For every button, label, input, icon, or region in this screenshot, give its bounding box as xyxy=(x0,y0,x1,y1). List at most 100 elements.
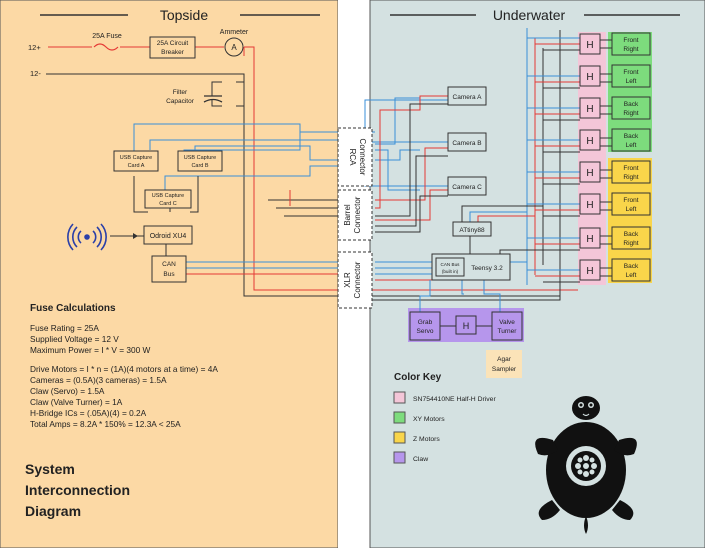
fuse-calc-line: Maximum Power = I * V = 300 W xyxy=(30,345,151,355)
motor-xy xyxy=(611,64,651,88)
can-builtin-label-1: CAN Bus xyxy=(441,262,461,267)
usb-b-label-1: USB Capture xyxy=(184,155,216,161)
breaker-label-2: Breaker xyxy=(161,49,185,56)
barrel-connector: Barrel Connector xyxy=(337,189,373,241)
breaker-label-1: 25A Circuit xyxy=(157,40,189,47)
motor-label-1: Front xyxy=(623,37,638,44)
ammeter-symbol: A xyxy=(231,43,237,52)
agar-label-2: Sampler xyxy=(492,366,517,373)
agar-sampler xyxy=(486,350,522,378)
fuse-calc-line: H-Bridge ICs = (.05A)(4) = 0.2A xyxy=(30,408,147,418)
motor-z xyxy=(611,160,651,184)
can-bus-builtin xyxy=(435,257,465,277)
attiny-label: ATtiny88 xyxy=(459,227,485,234)
motor-z xyxy=(611,226,651,250)
motor-label-1: Back xyxy=(624,263,639,270)
fuse-calc-line: Total Amps = 8.2A * 150% = 12.3A < 25A xyxy=(30,419,181,429)
fuse-calc-line: Drive Motors = I * n = (1A)(4 motors at … xyxy=(30,364,218,374)
valve-label-2: Turner xyxy=(498,328,518,335)
hbridge-driver xyxy=(579,33,601,55)
hbridge-label: H xyxy=(586,136,593,147)
filter-label-1: Filter xyxy=(173,89,188,96)
hbridge-label: H xyxy=(586,72,593,83)
barrel-label-1: Barrel xyxy=(343,204,352,226)
hbridge-label: H xyxy=(586,200,593,211)
color-key-swatch xyxy=(393,411,406,424)
circuit-breaker xyxy=(149,36,196,59)
motor-label-1: Back xyxy=(624,101,639,108)
hbridge-driver xyxy=(579,65,601,87)
xlr-connector: XLR Connector xyxy=(337,251,373,309)
can-builtin-label-2: (built in) xyxy=(442,269,459,274)
teensy-label: Teensy 3.2 xyxy=(471,265,503,272)
motor-label-1: Front xyxy=(623,197,638,204)
motor-label-2: Left xyxy=(626,78,637,85)
attiny88 xyxy=(452,221,492,237)
hbridge-label: H xyxy=(586,40,593,51)
fuse-calc-line: Fuse Rating = 25A xyxy=(30,323,99,333)
color-key-label: SN754410NE Half-H Driver xyxy=(413,396,496,403)
grab-servo xyxy=(409,311,441,341)
motor-label-2: Right xyxy=(623,46,638,53)
can-label-1: CAN xyxy=(162,261,176,268)
valve-turner xyxy=(491,311,523,341)
camera-c-label: Camera C xyxy=(452,184,482,191)
can-bus-topside xyxy=(151,255,187,283)
color-key-swatch xyxy=(393,431,406,444)
can-label-2: Bus xyxy=(163,271,175,278)
motor-xy xyxy=(611,96,651,120)
wireless-icon xyxy=(67,223,107,251)
camera-a-label: Camera A xyxy=(453,94,483,101)
motor-label-2: Left xyxy=(626,272,637,279)
motor-label-1: Back xyxy=(624,133,639,140)
usb-c-label-1: USB Capture xyxy=(152,193,184,199)
title-line-3: Diagram xyxy=(25,503,81,519)
grab-label-2: Servo xyxy=(417,328,434,335)
ammeter xyxy=(224,37,244,57)
motor-label-2: Left xyxy=(626,142,637,149)
hbridge-driver xyxy=(579,161,601,183)
motor-label-2: Right xyxy=(623,240,638,247)
motor-z xyxy=(611,258,651,282)
fuse-calc-line: Cameras = (0.5A)(3 cameras) = 1.5A xyxy=(30,375,167,385)
motor-z xyxy=(611,192,651,216)
claw-hbridge xyxy=(455,315,477,335)
usb-a-label-2: Card A xyxy=(128,163,145,169)
power-plus-label: 12+ xyxy=(28,43,41,52)
rca-label-1: RCA xyxy=(348,149,357,167)
fuse-calc-line: Claw (Valve Turner) = 1A xyxy=(30,397,123,407)
fuse-calc-line: Claw (Servo) = 1.5A xyxy=(30,386,105,396)
hbridge-label: H xyxy=(586,104,593,115)
color-key-swatch xyxy=(393,451,406,464)
camera-b xyxy=(447,132,487,152)
color-key-heading: Color Key xyxy=(394,372,442,383)
color-key-label: XY Motors xyxy=(413,416,445,423)
odroid-xu4 xyxy=(143,225,193,245)
odroid-label: Odroid XU4 xyxy=(150,233,187,240)
barrel-label-2: Connector xyxy=(353,196,362,233)
motor-xy xyxy=(611,128,651,152)
hbridge-label: H xyxy=(586,168,593,179)
underwater-header: Underwater xyxy=(493,7,566,23)
camera-b-label: Camera B xyxy=(452,140,481,147)
motor-label-2: Left xyxy=(626,206,637,213)
valve-label-1: Valve xyxy=(499,319,515,326)
title-line-2: Interconnection xyxy=(25,482,130,498)
xlr-label-1: XLR xyxy=(343,272,352,288)
hbridge-driver xyxy=(579,97,601,119)
turtle-logo-icon xyxy=(535,396,637,534)
xlr-label-2: Connector xyxy=(353,261,362,298)
camera-c xyxy=(447,176,487,196)
usb-capture-card-b xyxy=(177,150,223,172)
usb-b-label-2: Card B xyxy=(191,163,208,169)
arrow-icon xyxy=(133,233,138,239)
power-minus-label: 12- xyxy=(30,69,41,78)
hbridge-driver xyxy=(579,129,601,151)
hbridge-driver xyxy=(579,227,601,249)
topside-header: Topside xyxy=(160,7,208,23)
grab-label-1: Grab xyxy=(418,319,433,326)
